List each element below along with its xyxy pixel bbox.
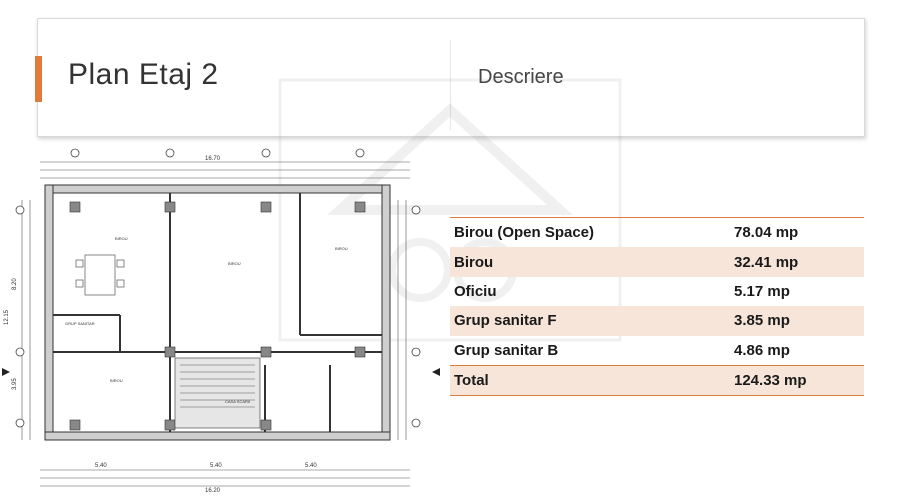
title-card: [37, 18, 865, 137]
total-value: 124.33 mp: [734, 372, 807, 390]
title-accent-bar: [35, 56, 42, 102]
dim-bottom-total: 16.20: [205, 488, 221, 494]
dim-top-total: 16.70: [205, 156, 221, 162]
room-name: Grup sanitar B: [454, 341, 559, 359]
room-area: 4.86 mp: [734, 341, 790, 359]
room-label: CASA SCARII: [225, 399, 250, 404]
dim-bottom-right: 5.40: [305, 463, 317, 469]
description-heading: Descriere: [478, 66, 564, 88]
room-label: BIROU: [110, 378, 123, 383]
dim-bottom-left: 5.40: [95, 463, 107, 469]
total-row: Total 124.33 mp: [450, 364, 864, 396]
room-label: GRUP SANITAR: [65, 321, 95, 326]
room-area: 32.41 mp: [734, 253, 799, 271]
room-name: Birou (Open Space): [454, 224, 595, 242]
table-row: Grup sanitar B 4.86 mp: [450, 336, 864, 365]
room-name: Birou: [454, 253, 494, 271]
room-name: Grup sanitar F: [454, 312, 557, 330]
dim-bottom-mid: 5.40: [210, 463, 222, 469]
plan-axes-top: [70, 148, 365, 158]
area-table: Birou (Open Space) 78.04 mp Birou 32.41 …: [450, 217, 864, 397]
table-row: Grup sanitar F 3.85 mp: [450, 306, 864, 336]
table-row: Birou (Open Space) 78.04 mp: [450, 218, 864, 247]
room-label: BIROU: [335, 246, 348, 251]
room-name: Oficiu: [454, 282, 497, 300]
room-label: BIROU: [228, 261, 241, 266]
room-area: 5.17 mp: [734, 282, 790, 300]
room-label: BIROU: [115, 236, 128, 241]
room-area: 3.85 mp: [734, 312, 790, 330]
room-area: 78.04 mp: [734, 224, 799, 242]
page-title: Plan Etaj 2: [68, 58, 219, 91]
table-row: Birou 32.41 mp: [450, 247, 864, 277]
dim-left-upper: 8.20: [12, 278, 18, 290]
dim-left-total: 12.15: [4, 309, 10, 325]
title-divider: [450, 40, 451, 130]
total-label: Total: [454, 372, 489, 390]
dim-left-lower: 3.95: [12, 378, 18, 390]
table-row: Oficiu 5.17 mp: [450, 277, 864, 306]
floor-plan: BIROU BIROU BIROU GRUP SANITAR BIROU CAS…: [2, 148, 440, 494]
